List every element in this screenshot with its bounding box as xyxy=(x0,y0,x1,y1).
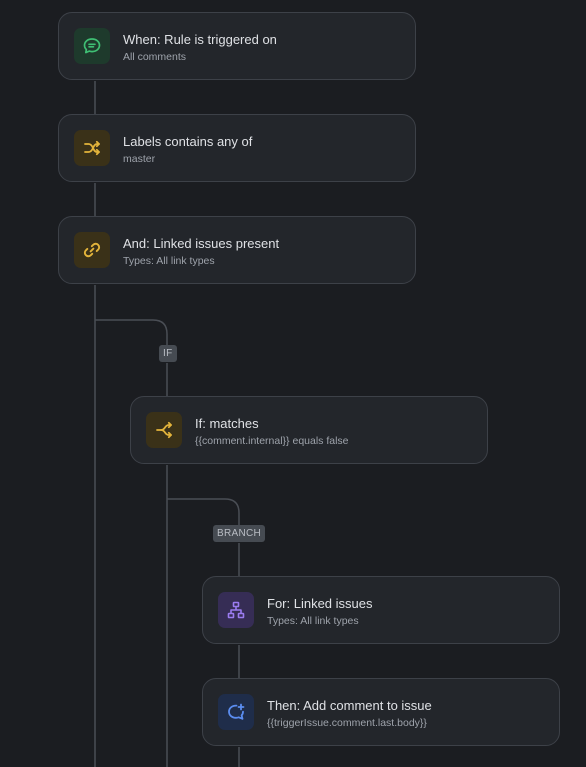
shuffle-icon xyxy=(84,140,100,156)
node-subtitle: {{comment.internal}} equals false xyxy=(195,435,349,447)
hierarchy-icon xyxy=(227,601,245,619)
add-comment-icon xyxy=(228,703,245,720)
node-title: When: Rule is triggered on xyxy=(123,32,277,47)
node-subtitle: {{triggerIssue.comment.last.body}} xyxy=(267,717,427,729)
node-subtitle: Types: All link types xyxy=(267,615,359,627)
for-icon-tile xyxy=(218,592,254,628)
connector-if-branch xyxy=(95,319,168,345)
node-title: And: Linked issues present xyxy=(123,236,280,251)
node-if-matches[interactable]: If: matches {{comment.internal}} equals … xyxy=(130,396,488,464)
node-trigger[interactable]: When: Rule is triggered on All comments xyxy=(58,12,416,80)
node-subtitle: Types: All link types xyxy=(123,255,215,267)
connector-branch xyxy=(167,498,240,525)
node-title: For: Linked issues xyxy=(267,596,373,611)
node-linked-issues-condition[interactable]: And: Linked issues present Types: All li… xyxy=(58,216,416,284)
trigger-icon-tile xyxy=(74,28,110,64)
link-icon xyxy=(83,242,101,258)
branch-tag: BRANCH xyxy=(213,525,266,542)
node-title: Labels contains any of xyxy=(123,134,253,149)
branch-icon xyxy=(156,421,172,439)
node-title: If: matches xyxy=(195,416,259,431)
node-subtitle: All comments xyxy=(123,51,187,63)
node-for-linked-issues[interactable]: For: Linked issues Types: All link types xyxy=(202,576,560,644)
if-icon-tile xyxy=(146,412,182,448)
node-labels-condition[interactable]: Labels contains any of master xyxy=(58,114,416,182)
if-tag: IF xyxy=(159,345,177,362)
node-title: Then: Add comment to issue xyxy=(267,698,432,713)
node-then-add-comment[interactable]: Then: Add comment to issue {{triggerIssu… xyxy=(202,678,560,746)
linked-icon-tile xyxy=(74,232,110,268)
node-subtitle: master xyxy=(123,153,156,165)
comment-icon xyxy=(83,38,101,54)
then-icon-tile xyxy=(218,694,254,730)
labels-icon-tile xyxy=(74,130,110,166)
